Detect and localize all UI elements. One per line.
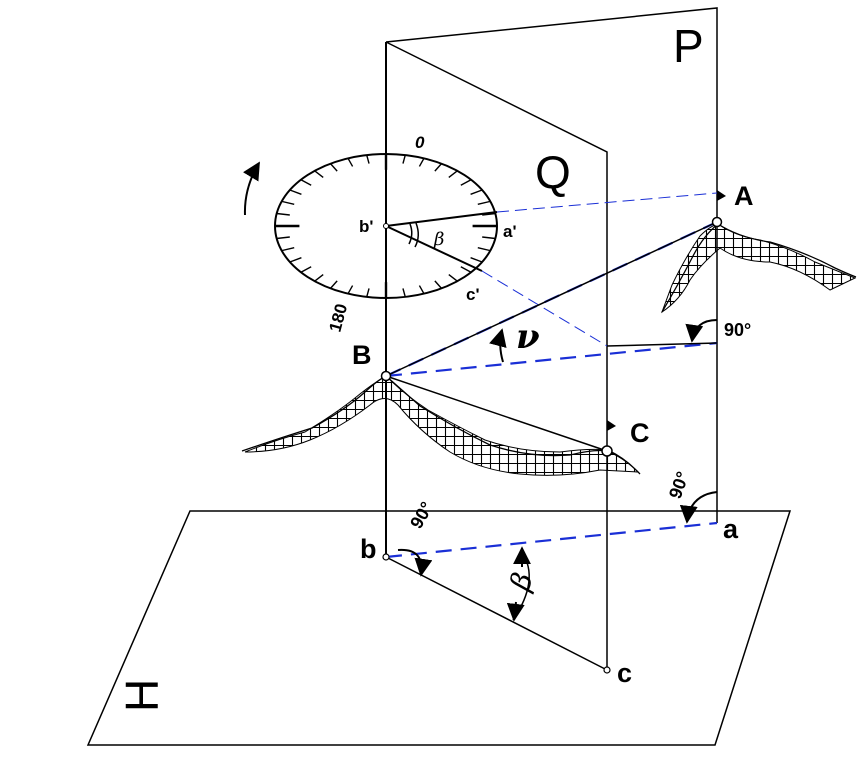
label-beta-top: β <box>433 229 444 250</box>
angle-arc-nu <box>489 328 507 363</box>
dial-tick <box>448 170 458 179</box>
label-point-a: A <box>734 181 754 211</box>
dial-tick <box>402 288 406 298</box>
dial-tick <box>281 246 295 252</box>
dial-tick <box>329 163 338 172</box>
dial-tick <box>289 189 302 195</box>
point-b-marker <box>380 370 392 382</box>
dial-tick <box>460 179 472 186</box>
point-c-marker <box>601 445 613 457</box>
label-plane-h: H <box>116 679 168 712</box>
terrain-b-c <box>241 375 641 476</box>
point-b-prime-marker <box>383 223 389 229</box>
dial-tick <box>347 285 354 295</box>
dial-tick <box>418 285 425 295</box>
sight-line-c-prime <box>481 270 608 347</box>
dial-tick <box>460 266 472 273</box>
horizontal-circle-dial <box>274 153 498 299</box>
beta-arrow-down <box>506 601 525 622</box>
label-b-prime: b' <box>359 217 373 236</box>
angle-arc-beta-top <box>408 223 413 245</box>
label-beta-bottom: β <box>503 569 540 596</box>
label-dial-zero: 0 <box>415 133 425 152</box>
projection-line-b-a <box>385 521 718 559</box>
label-point-b-low: b <box>360 534 377 564</box>
flag-c <box>607 420 616 431</box>
point-c-ground-marker <box>603 666 611 674</box>
label-plane-q: Q <box>535 146 571 198</box>
curved-arrow-icon <box>242 161 260 216</box>
dial-tick <box>477 200 491 206</box>
horizontal-line-b-to-p <box>385 341 718 378</box>
label-plane-p: P <box>673 20 704 72</box>
label-point-c: C <box>630 418 650 448</box>
label-point-c-low: c <box>617 658 632 688</box>
dial-tick <box>289 257 302 263</box>
dial-tick <box>276 212 290 216</box>
dial-tick <box>329 280 338 289</box>
dial-tick <box>470 189 483 195</box>
label-right-angle-b-ground: 90° <box>406 498 437 532</box>
point-b-ground-marker <box>382 553 390 561</box>
point-a-marker <box>711 216 723 228</box>
dial-tick <box>366 154 370 164</box>
label-nu: ν <box>516 317 540 357</box>
dial-tick <box>434 280 443 289</box>
terrain-a <box>660 223 857 314</box>
label-dial-180: 180 <box>326 302 352 334</box>
dial-tick <box>300 266 312 273</box>
horizontal-line-at-a <box>606 342 718 347</box>
label-point-a-low: a <box>723 514 739 544</box>
dial-tick <box>402 154 406 164</box>
plane-h <box>86 510 792 746</box>
plane-q <box>385 41 608 670</box>
label-right-angle-a-ground: 90° <box>665 469 693 501</box>
dial-tick <box>314 170 324 179</box>
dial-tick <box>470 257 483 263</box>
flag-a <box>717 190 726 201</box>
dial-tick <box>477 246 491 252</box>
dial-tick <box>281 200 295 206</box>
dial-tick <box>418 157 425 167</box>
right-angle-arc-a <box>685 319 718 343</box>
dial-tick <box>448 273 458 282</box>
dial-tick <box>482 212 496 216</box>
right-angle-arc-b-ground <box>397 548 433 577</box>
dial-tick <box>314 273 324 282</box>
dial-line-a <box>385 211 498 227</box>
label-right-angle-a: 90° <box>724 320 751 340</box>
dial-tick <box>300 179 312 186</box>
dial-line-c <box>385 225 483 272</box>
label-a-prime: a' <box>503 222 517 241</box>
dial-tick <box>434 163 443 172</box>
dial-tick <box>347 157 354 167</box>
label-point-b: B <box>352 340 372 370</box>
dial-tick <box>276 236 290 240</box>
sight-line-a-prime <box>496 192 718 213</box>
dial-tick <box>366 288 370 298</box>
label-c-prime: c' <box>466 285 480 304</box>
right-angle-arc-a-ground <box>679 491 718 524</box>
angle-arc-beta-top-2 <box>414 222 419 248</box>
line-b-to-c-ground <box>385 556 608 671</box>
line-b-to-a <box>385 221 718 377</box>
line-b-to-c <box>385 375 608 452</box>
plane-p <box>385 7 718 523</box>
dial-tick <box>482 236 496 240</box>
